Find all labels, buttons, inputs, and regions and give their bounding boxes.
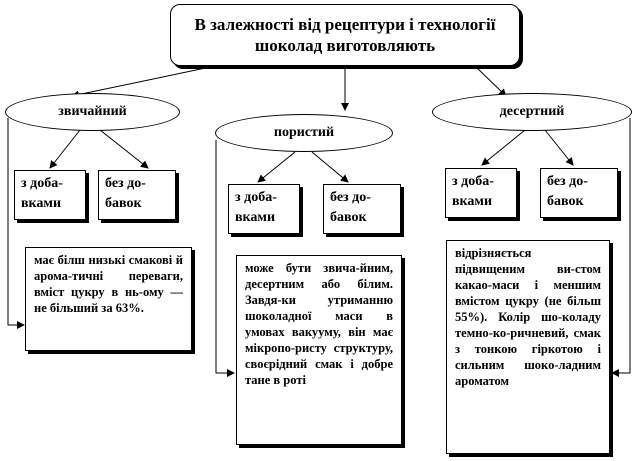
diagram-title: В залежності від рецептури і технології … bbox=[170, 4, 520, 66]
dessert-with-additives: з доба-вками bbox=[445, 168, 517, 218]
regular-with-additives: з доба-вками bbox=[14, 170, 86, 220]
category-dessert: десертний bbox=[432, 93, 632, 131]
dessert-description: відрізняється підвищеним ви-стом какао-м… bbox=[446, 240, 610, 454]
regular-without-additives: без до-бавок bbox=[98, 170, 176, 220]
dessert-without-additives: без до-бавок bbox=[540, 168, 618, 218]
porous-description: може бути звича-йним, десертним або біли… bbox=[236, 255, 402, 445]
regular-description: має білш низькі смакові й арома-тичні пе… bbox=[25, 247, 192, 351]
category-regular: звичайний bbox=[5, 93, 180, 131]
category-porous: пористий bbox=[215, 114, 393, 152]
porous-without-additives: без до-бавок bbox=[323, 184, 401, 234]
porous-with-additives: з доба-вками bbox=[228, 184, 300, 234]
